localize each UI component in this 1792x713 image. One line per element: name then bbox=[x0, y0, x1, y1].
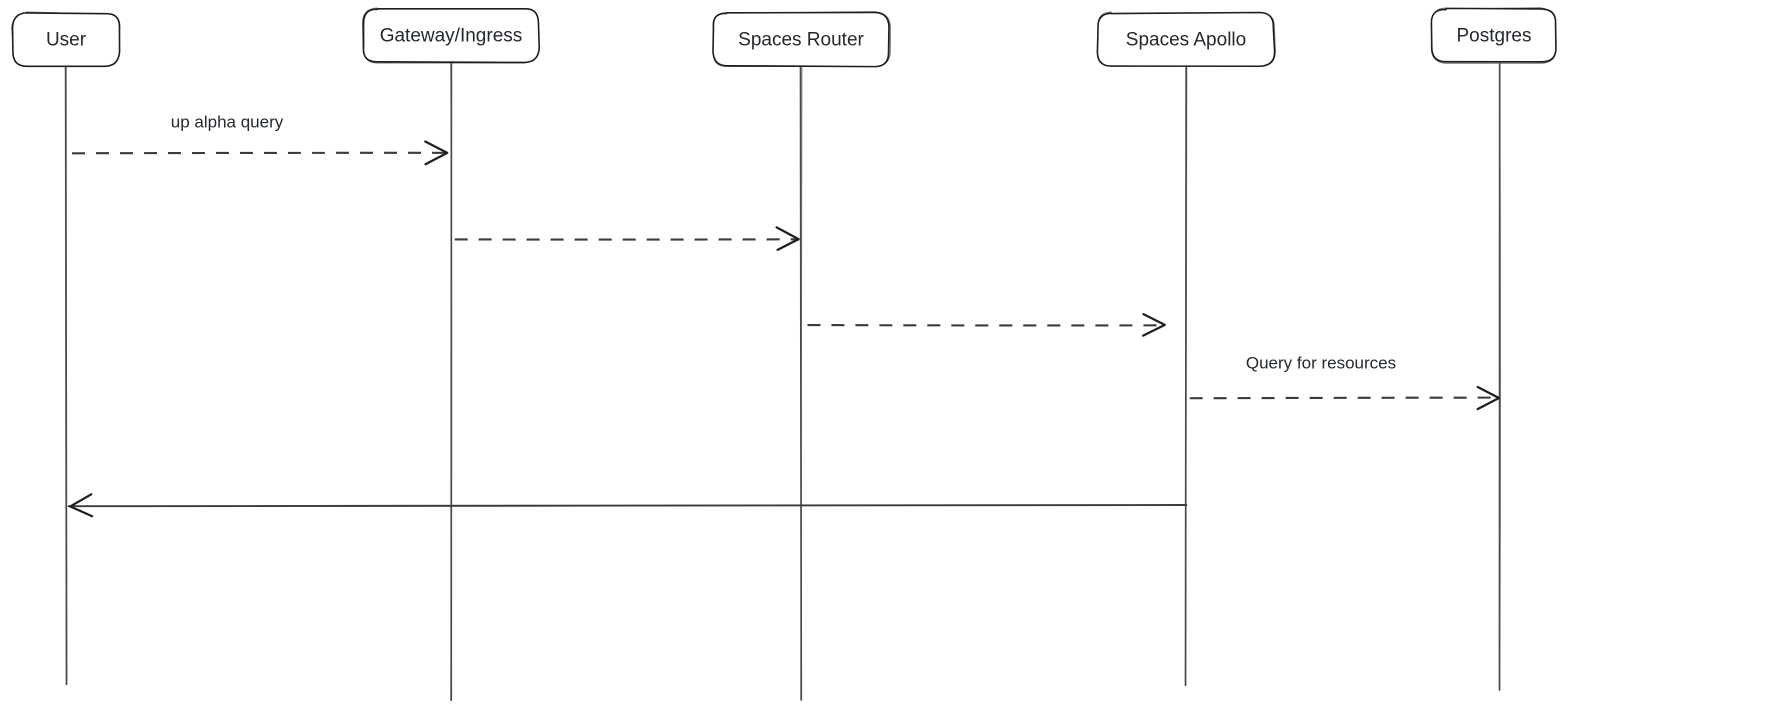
message-msg-5[interactable] bbox=[67, 493, 1188, 518]
lifeline-user bbox=[64, 65, 68, 686]
lifeline-stroke bbox=[64, 65, 68, 686]
lifeline-postgres bbox=[1498, 60, 1502, 692]
participant-label-user: User bbox=[46, 30, 87, 51]
message-msg-4[interactable]: Query for resources bbox=[1189, 353, 1501, 411]
message-label-msg-1: up alpha query bbox=[171, 112, 284, 131]
message-arrowhead bbox=[424, 140, 449, 166]
message-arrowhead bbox=[775, 226, 800, 251]
participant-box-outline bbox=[1430, 7, 1557, 63]
participant-box-user[interactable]: User bbox=[11, 11, 121, 68]
message-msg-3[interactable] bbox=[807, 313, 1166, 337]
lifeline-spaces-router bbox=[799, 65, 803, 701]
lifeline-spaces-apollo bbox=[1184, 64, 1188, 687]
participant-box-outline bbox=[712, 11, 890, 68]
lifelines-layer bbox=[64, 60, 1502, 701]
participant-box-outline bbox=[362, 8, 541, 64]
message-line bbox=[1189, 396, 1500, 400]
message-arrowhead bbox=[1142, 313, 1166, 337]
participant-box-outline bbox=[1096, 11, 1276, 68]
participant-label-gateway: Gateway/Ingress bbox=[380, 26, 523, 47]
lifeline-stroke bbox=[1184, 64, 1187, 687]
participant-label-spaces-apollo: Spaces Apollo bbox=[1126, 30, 1246, 51]
participant-box-postgres[interactable]: Postgres bbox=[1430, 7, 1557, 64]
participant-label-spaces-router: Spaces Router bbox=[738, 30, 864, 51]
lifeline-stroke bbox=[799, 65, 803, 701]
participant-label-postgres: Postgres bbox=[1457, 26, 1532, 47]
message-msg-2[interactable] bbox=[454, 226, 800, 251]
participant-box-gateway[interactable]: Gateway/Ingress bbox=[361, 7, 541, 64]
message-arrowhead bbox=[69, 493, 94, 518]
participant-box-spaces-router[interactable]: Spaces Router bbox=[712, 11, 891, 68]
message-line bbox=[67, 504, 1188, 508]
message-arrowhead bbox=[1476, 385, 1501, 411]
participant-box-spaces-apollo[interactable]: Spaces Apollo bbox=[1096, 11, 1276, 68]
message-label-msg-4: Query for resources bbox=[1246, 353, 1396, 372]
lifeline-gateway bbox=[450, 60, 453, 701]
participant-boxes-layer: User Gateway/Ingress Spaces Router Spaces A… bbox=[11, 7, 1557, 68]
message-msg-1[interactable]: up alpha query bbox=[72, 112, 449, 166]
participant-box-outline bbox=[11, 11, 121, 68]
